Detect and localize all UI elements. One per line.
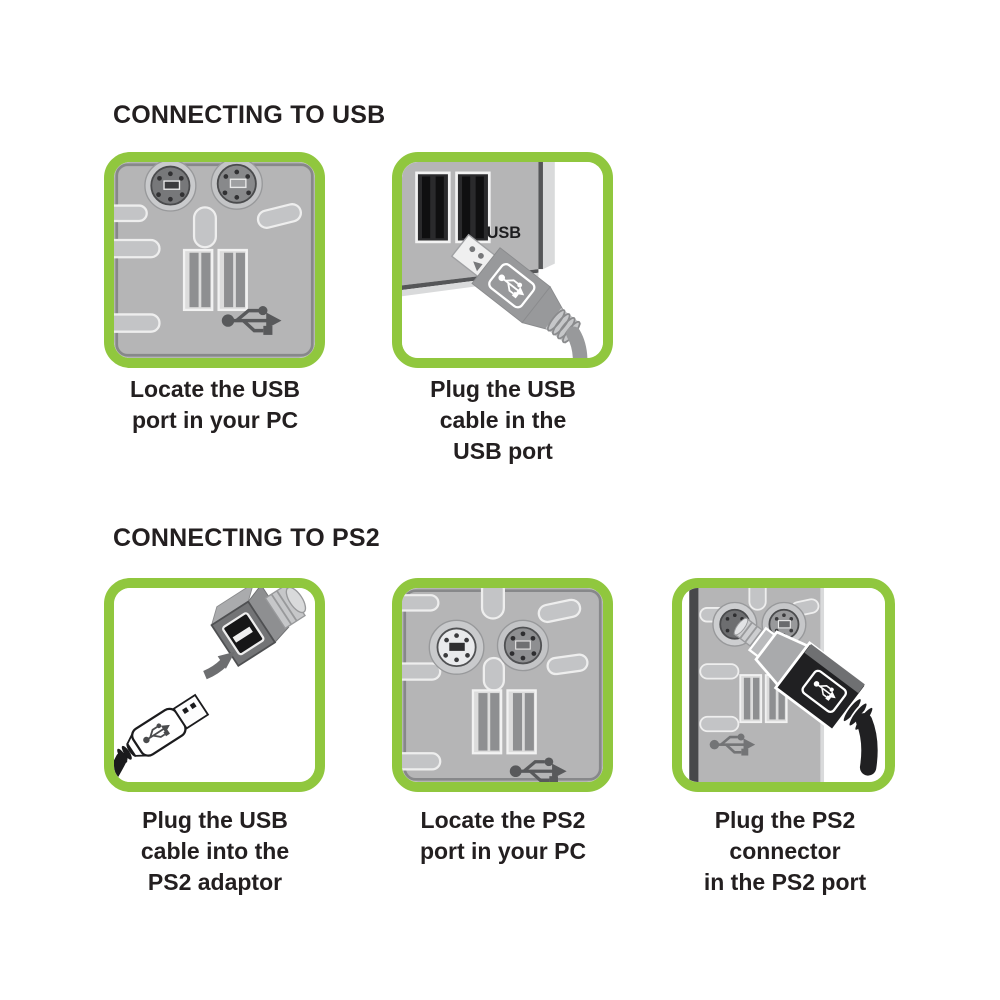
- panel-caption: Plug the USB cable in the USB port: [372, 374, 634, 467]
- panel-usb-into-adaptor: [104, 578, 325, 792]
- section-heading-usb: CONNECTING TO USB: [113, 101, 386, 129]
- caption-line: PS2 adaptor: [147, 869, 283, 895]
- caption-line: USB port: [453, 438, 553, 464]
- usb-ports-icon: [182, 248, 248, 312]
- ps2-connector-into-ps2-port-icon: [682, 588, 885, 782]
- caption-line: cable in the: [439, 407, 567, 433]
- caption-line: in the PS2 port: [703, 869, 867, 895]
- ps2-plug-icon: [733, 617, 882, 780]
- panel-caption: Locate the USB port in your PC: [84, 374, 346, 436]
- panel-caption: Plug the USB cable into the PS2 adaptor: [84, 805, 346, 898]
- usb-plug-white-icon: [114, 693, 210, 782]
- arrow-up-right-icon: [203, 651, 235, 680]
- caption-line: port in your PC: [419, 838, 587, 864]
- ps2-adaptor-icon: [210, 588, 307, 668]
- caption-line: cable into the: [140, 838, 290, 864]
- ps2-port-left-icon: [428, 619, 485, 675]
- usb-plug-icon: [450, 233, 588, 358]
- panel-locate-ps2-port: [392, 578, 613, 792]
- pc-back-panel-usb-ports-icon: [114, 162, 315, 358]
- caption-line: Plug the PS2: [714, 807, 856, 833]
- caption-line: Locate the PS2: [420, 807, 586, 833]
- panel-plug-ps2-connector: [672, 578, 895, 792]
- caption-line: connector: [729, 838, 841, 864]
- usb-port-label: USB: [487, 224, 522, 242]
- caption-line: Plug the USB: [430, 376, 576, 402]
- usb-cable-into-ps2-adaptor-icon: [114, 588, 315, 782]
- ps2-port-right-icon: [210, 162, 263, 210]
- vent-slots: [114, 203, 302, 333]
- panel-plug-usb-cable: USB: [392, 152, 613, 368]
- vent-slots: [402, 588, 589, 771]
- panel-locate-usb-port: [104, 152, 325, 368]
- section-heading-ps2: CONNECTING TO PS2: [113, 524, 380, 552]
- caption-line: Plug the USB: [142, 807, 288, 833]
- panel-caption: Locate the PS2 port in your PC: [372, 805, 634, 867]
- usb-cable-plug-into-usb-port-icon: USB: [402, 162, 603, 358]
- pc-back-panel-ps2-ports-icon: [402, 588, 603, 782]
- caption-line: Locate the USB: [130, 376, 300, 402]
- panel-caption: Plug the PS2 connector in the PS2 port: [654, 805, 916, 898]
- ps2-port-left-icon: [144, 162, 197, 212]
- caption-line: port in your PC: [131, 407, 299, 433]
- ps2-port-right-icon: [496, 619, 550, 672]
- usb-ports-icon: [415, 171, 491, 244]
- usb-ports-icon: [471, 689, 537, 755]
